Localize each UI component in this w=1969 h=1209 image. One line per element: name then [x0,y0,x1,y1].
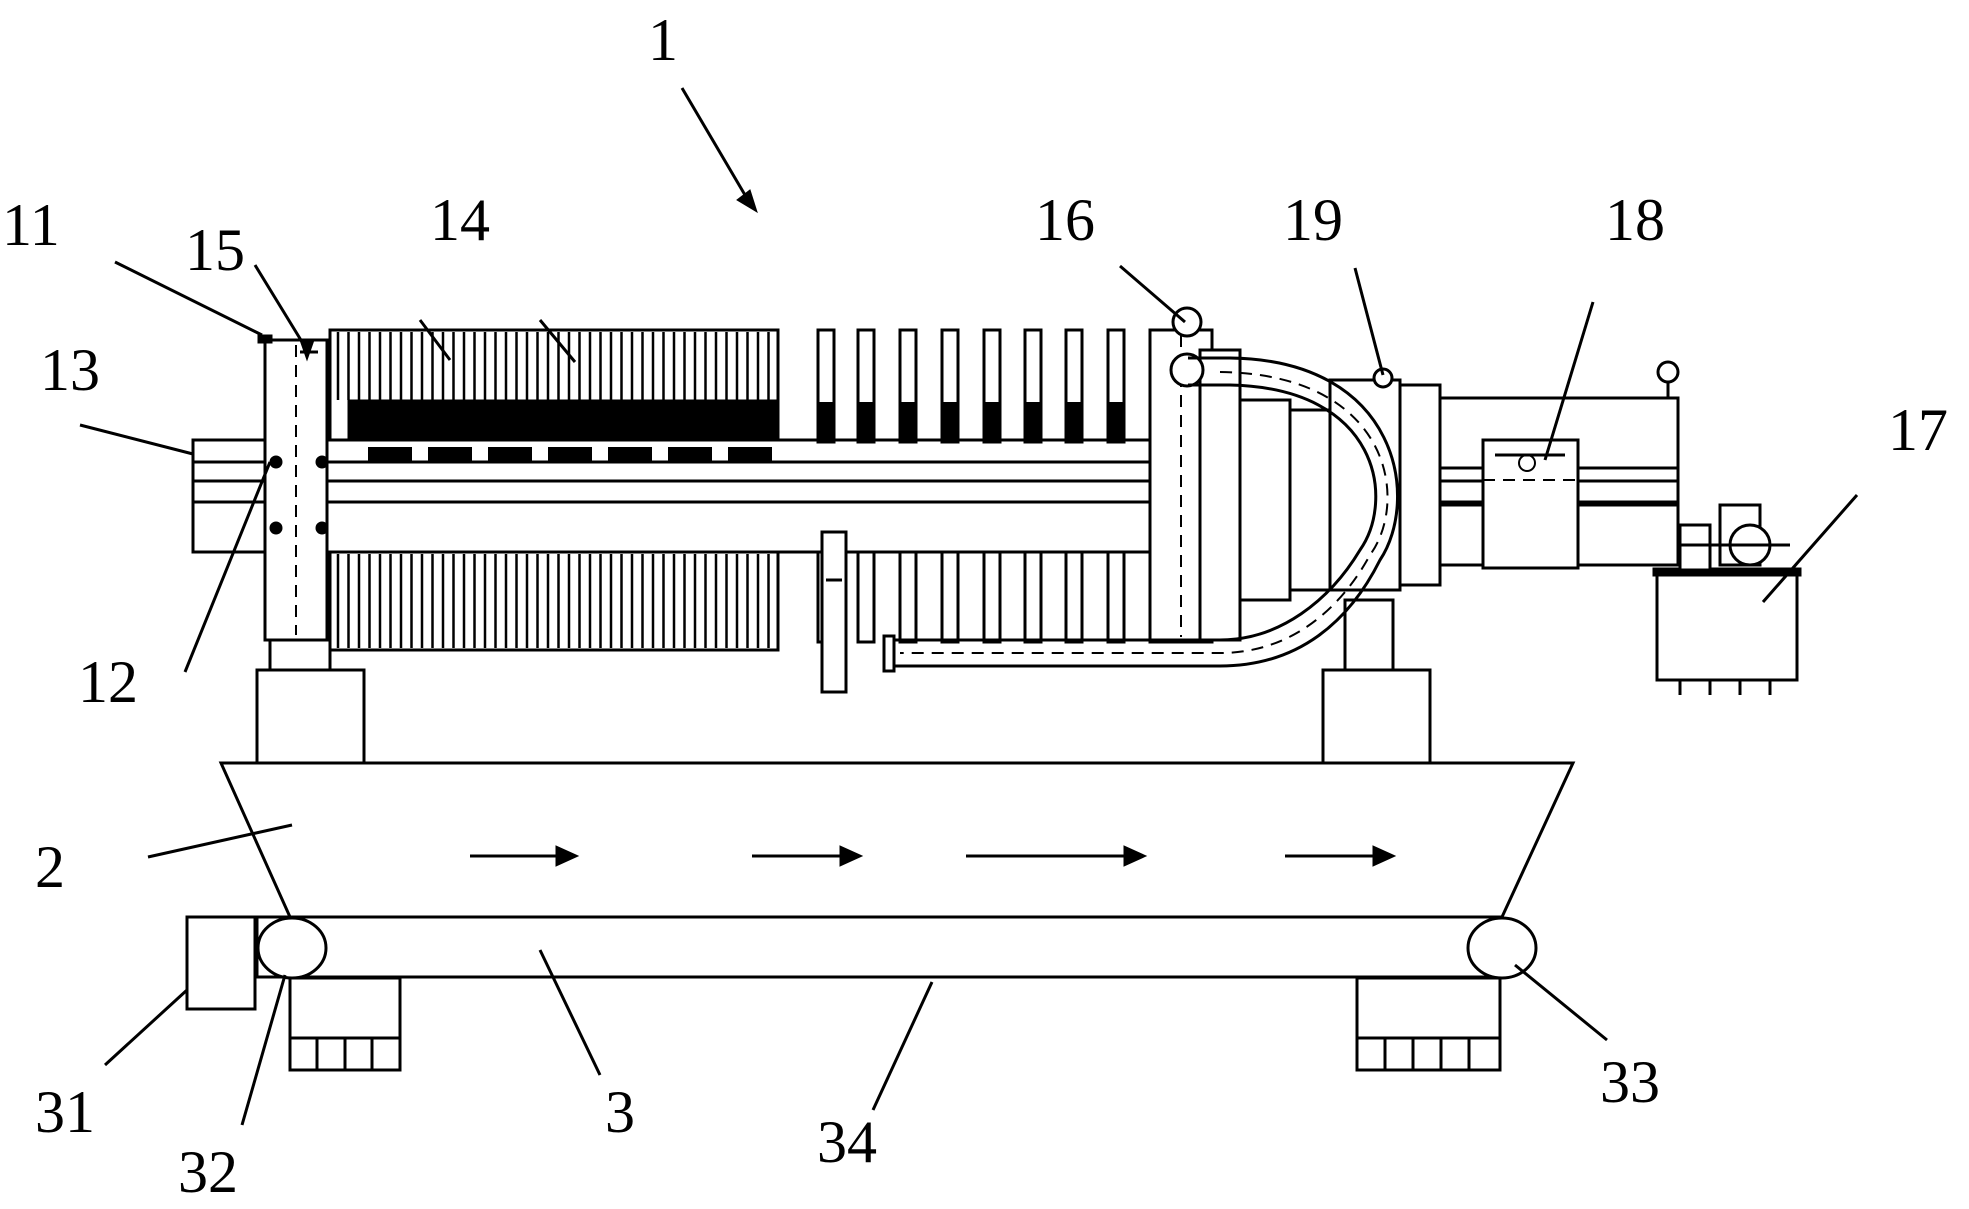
callout-11: 11 [2,192,60,258]
hydraulic-station [1652,503,1802,695]
callout-14: 14 [430,187,490,253]
flow-arrow [752,845,864,867]
filter-plate-pack [328,328,780,652]
callout-19: 19 [1283,187,1343,253]
press-leg-right [1321,598,1432,765]
callout-17: 17 [1888,397,1948,463]
thrust-plate [263,338,329,642]
leader-lines [79,87,1859,1126]
tail-roller [1466,916,1538,980]
drive-motor [185,915,257,1011]
callout-13: 13 [40,337,100,403]
callout-12: 12 [78,649,138,715]
flow-arrow [1285,845,1397,867]
callouts: 1 11 15 14 13 16 19 18 17 12 2 31 32 3 3… [2,7,1948,1205]
flow-arrow [966,845,1148,867]
callout-31: 31 [35,1079,95,1145]
plate-ribs-bottom [336,554,770,648]
control-box [1481,438,1580,570]
callout-2: 2 [35,834,65,900]
press-leg-left [255,638,366,765]
collection-trough [218,761,1576,919]
flow-arrows [470,845,1397,867]
drive-roller [256,916,328,980]
plate-handles [368,447,772,461]
callout-16: 16 [1035,187,1095,253]
conveyor-support-left [288,976,402,1072]
conveyor-support-right [1355,976,1502,1072]
callout-32: 32 [178,1139,238,1205]
movable-head [1148,306,1292,644]
plate-stand [820,530,848,694]
callout-1: 1 [648,7,678,73]
flow-arrow [470,845,580,867]
callout-15: 15 [185,217,245,283]
callout-33: 33 [1600,1049,1660,1115]
callout-3: 3 [605,1079,635,1145]
callout-34: 34 [817,1109,877,1175]
feed-pipe [882,356,1399,673]
belt-conveyor [185,915,1538,1011]
plate-ribs-top [336,332,770,400]
callout-18: 18 [1605,187,1665,253]
